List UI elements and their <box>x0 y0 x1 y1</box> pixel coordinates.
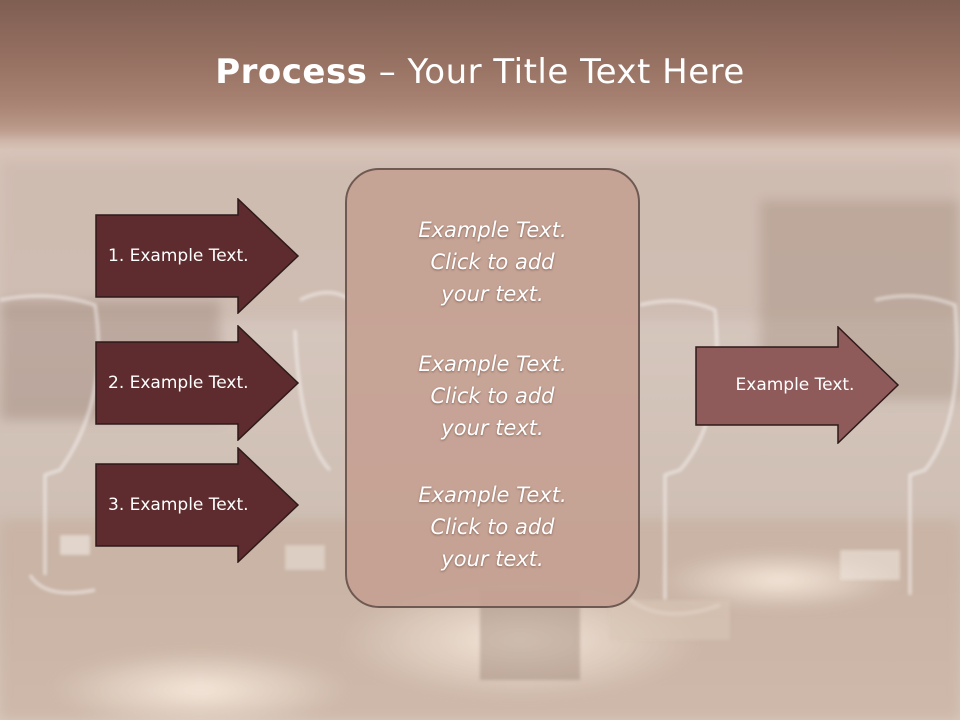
title-rest: – Your Title Text Here <box>367 52 745 92</box>
title-bold: Process <box>215 52 368 92</box>
result-arrow-label: Example Text. <box>735 375 855 395</box>
title-band <box>0 0 960 140</box>
block-3-line-1: Example Text. <box>418 483 567 507</box>
center-text-block-2[interactable]: Example Text. Click to add your text. <box>347 348 638 444</box>
block-2-line-2: Click to add <box>430 384 555 408</box>
block-2-line-3: your text. <box>441 416 544 440</box>
slide-title[interactable]: Process – Your Title Text Here <box>0 52 960 92</box>
block-1-line-3: your text. <box>441 282 544 306</box>
center-text-panel[interactable]: Example Text. Click to add your text. Ex… <box>345 168 640 608</box>
block-3-line-3: your text. <box>441 547 544 571</box>
block-2-line-1: Example Text. <box>418 352 567 376</box>
center-text-block-3[interactable]: Example Text. Click to add your text. <box>347 479 638 575</box>
process-arrow-2-label: 2. Example Text. <box>108 373 249 393</box>
process-arrow-3-label: 3. Example Text. <box>108 495 249 515</box>
block-3-line-2: Click to add <box>430 515 555 539</box>
center-text-block-1[interactable]: Example Text. Click to add your text. <box>347 214 638 310</box>
block-1-line-2: Click to add <box>430 250 555 274</box>
process-arrow-3[interactable]: 3. Example Text. <box>95 447 300 563</box>
block-1-line-1: Example Text. <box>418 218 567 242</box>
result-arrow[interactable]: Example Text. <box>695 326 900 444</box>
process-arrow-1-label: 1. Example Text. <box>108 246 249 266</box>
process-arrow-1[interactable]: 1. Example Text. <box>95 198 300 314</box>
process-arrow-2[interactable]: 2. Example Text. <box>95 325 300 441</box>
